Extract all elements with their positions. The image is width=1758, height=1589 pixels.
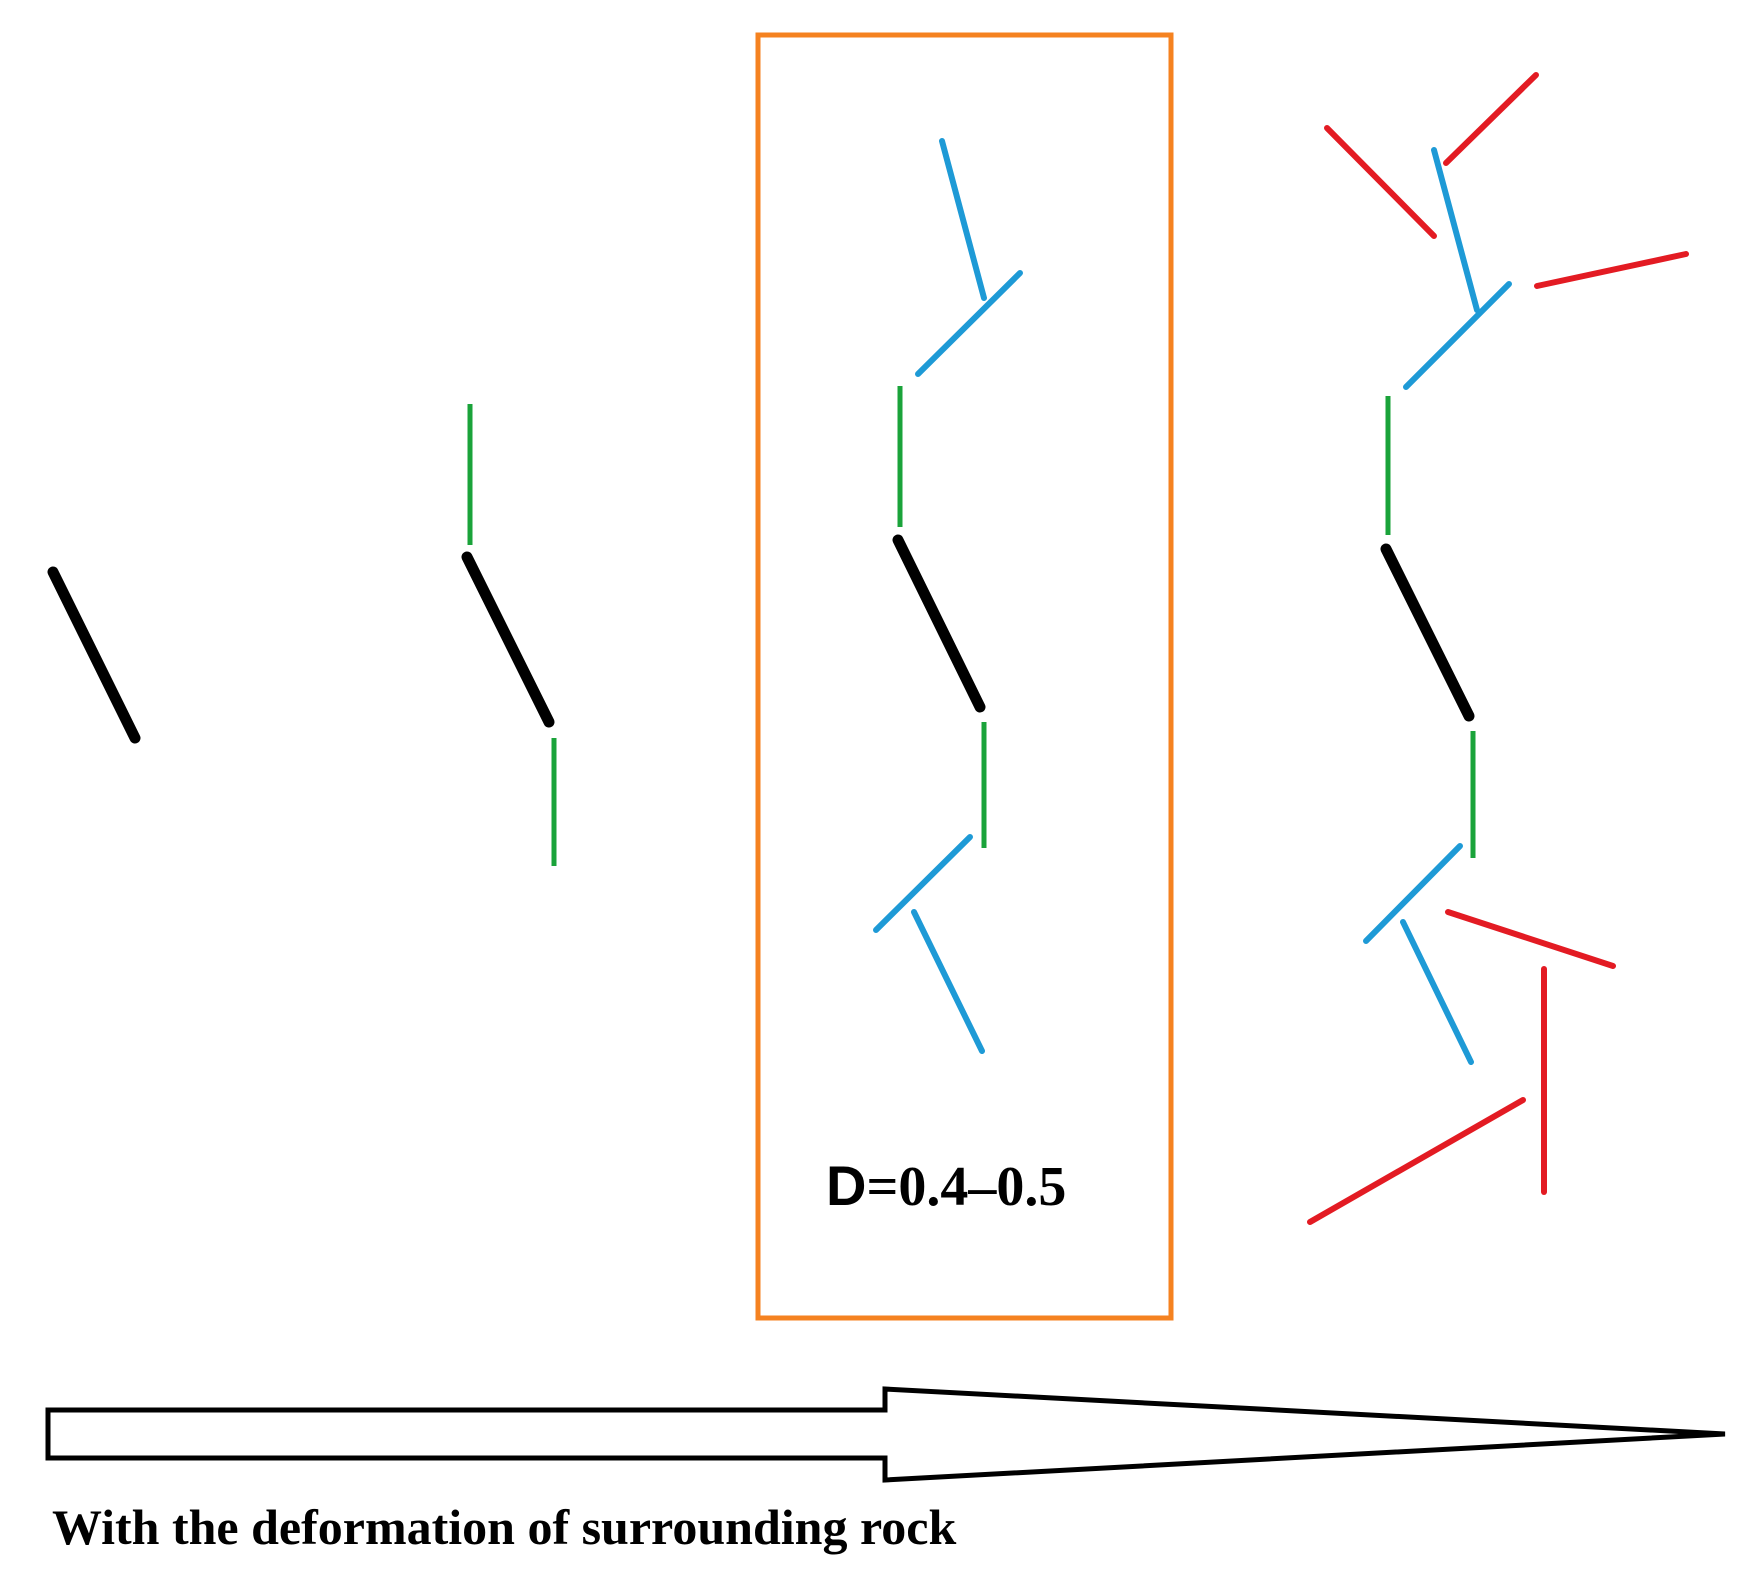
d-symbol: D <box>826 1154 867 1217</box>
stage-4-primary-crack <box>1380 543 1475 722</box>
stage-1-primary-crack <box>47 566 141 744</box>
deformation-direction-arrow <box>45 1386 1726 1483</box>
stage-4-quaternary-crack-lower-right <box>1445 909 1616 969</box>
stage-4-crack-group <box>1307 72 1689 1225</box>
stage-3-primary-crack <box>892 534 986 713</box>
stage-3-d-range-label: D=0.4–0.5 <box>826 1156 1067 1218</box>
arrow-caption: With the deformation of surrounding rock <box>52 1499 957 1555</box>
stage-4-tertiary-crack-top-long <box>1431 147 1480 313</box>
stage-3-tertiary-crack-bottom-long <box>911 909 985 1054</box>
stage-4-tertiary-crack-bottom-diagonal <box>1363 843 1463 944</box>
stage-2-crack-group <box>461 404 557 866</box>
stage-3-crack-group <box>873 138 1023 1054</box>
stage-4-quaternary-crack-top-left <box>1324 125 1437 239</box>
stage-4-quaternary-crack-bottom-left <box>1307 1097 1526 1225</box>
stage-3-highlight-box <box>755 32 1174 1321</box>
stage-4-tertiary-crack-top-diagonal <box>1403 281 1512 390</box>
stage-1-crack-group <box>47 566 141 744</box>
stage-3-tertiary-crack-top-long <box>939 138 987 301</box>
stage-3-tertiary-crack-bottom-diagonal <box>873 834 973 933</box>
stage-4-tertiary-crack-bottom-long <box>1400 919 1474 1065</box>
stage-4-quaternary-crack-upper-right <box>1534 251 1689 289</box>
stage-4-quaternary-crack-top-right <box>1443 72 1539 166</box>
d-range-value: =0.4–0.5 <box>866 1156 1067 1218</box>
stage-2-primary-crack <box>461 551 555 728</box>
stage-3-tertiary-crack-top-diagonal <box>915 270 1023 377</box>
